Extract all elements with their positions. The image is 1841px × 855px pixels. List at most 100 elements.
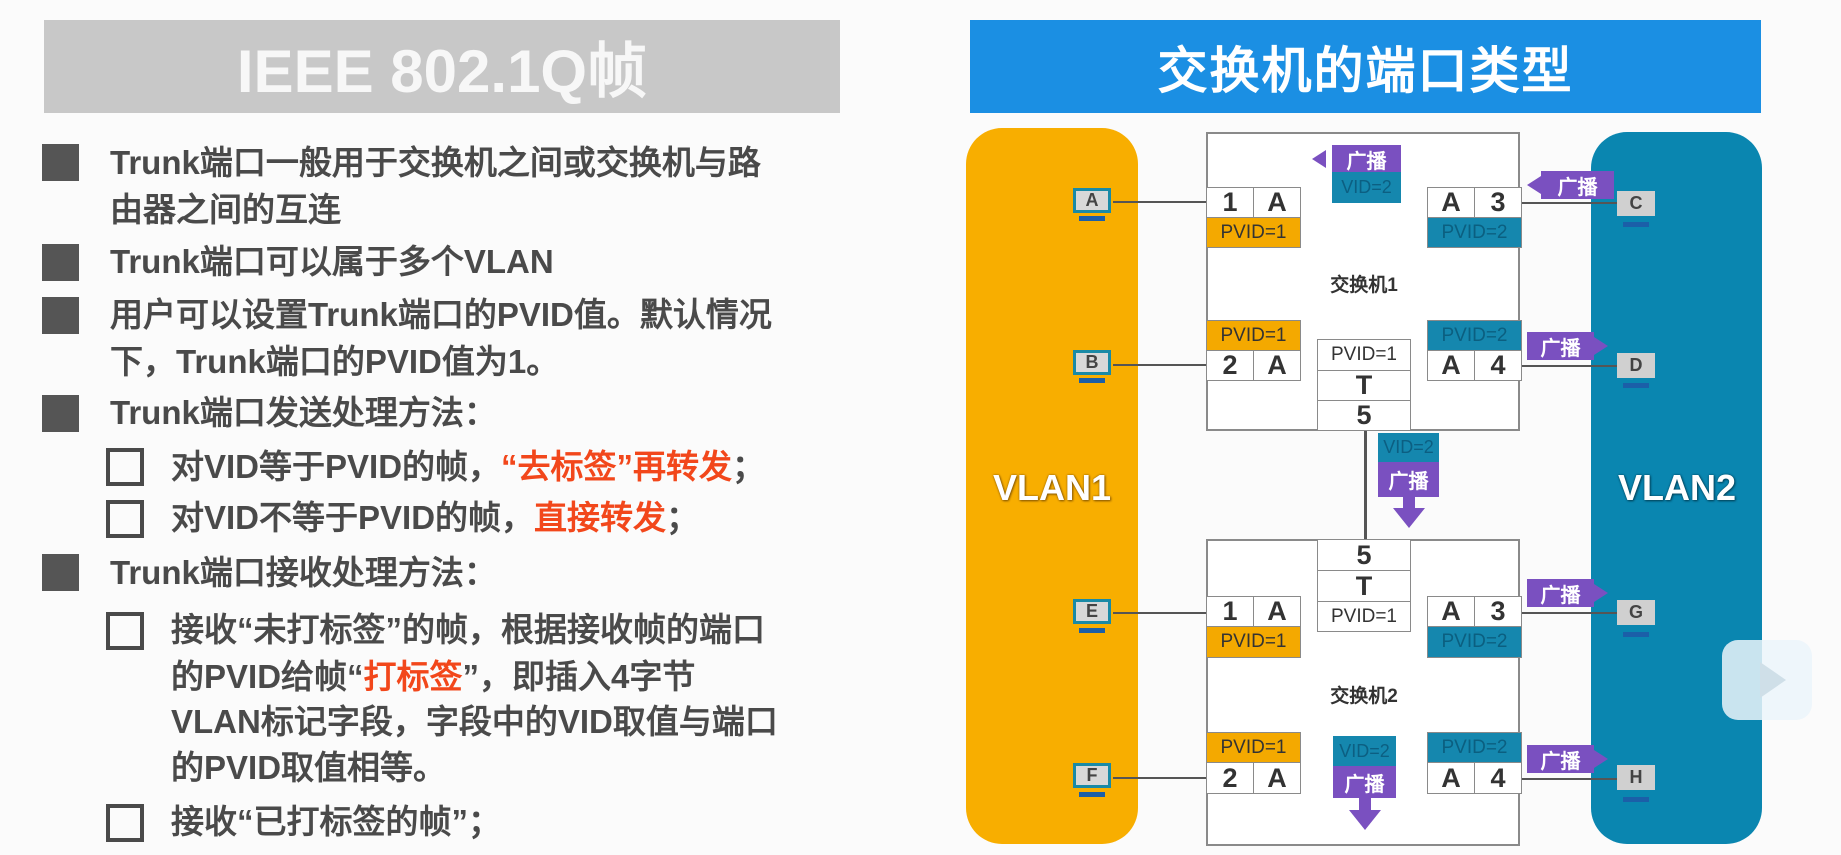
s2-port4-mode: A: [1427, 762, 1475, 794]
s1-port3-number: 3: [1474, 187, 1522, 218]
arrow-down-icon: [1393, 508, 1425, 528]
link-a: [1113, 201, 1206, 203]
host-g-monitor-icon: G: [1617, 600, 1655, 625]
s1-port3-pvid: PVID=2: [1427, 217, 1522, 248]
receive-item-1-line-2: 的PVID给帧“打标签”，即插入4字节: [171, 657, 695, 697]
host-f-monitor-icon: F: [1073, 763, 1111, 788]
s2-port5-number: 5: [1317, 539, 1411, 571]
checkbox-square-icon: [106, 500, 144, 538]
host-a-monitor-icon: A: [1073, 188, 1111, 213]
send-item-1-text: 对VID等于PVID的帧，: [171, 448, 502, 485]
bullet-1-line-1: Trunk端口一般用于交换机之间或交换机与路: [110, 144, 761, 181]
checkbox-square-icon: [106, 804, 144, 842]
s1-port1-number: 1: [1206, 187, 1254, 218]
s2-port1-mode: A: [1253, 596, 1301, 627]
send-item-2: 对VID不等于PVID的帧，直接转发；: [171, 498, 699, 538]
broadcast-tag-s2: 广播: [1333, 766, 1396, 798]
host-e-monitor-icon: E: [1073, 599, 1111, 624]
arrow-right-icon: [1594, 337, 1608, 355]
s1-port2-number: 2: [1206, 350, 1254, 381]
s1-port5-pvid: PVID=1: [1317, 339, 1411, 371]
right-title-bar: 交换机的端口类型: [970, 20, 1761, 113]
s2-port4-number: 4: [1474, 762, 1522, 794]
s1-port5-number: 5: [1317, 400, 1411, 431]
broadcast-tag-h: 广播: [1527, 745, 1594, 773]
s1-port4-number: 4: [1474, 350, 1522, 381]
left-title-bar: IEEE 802.1Q帧: [44, 20, 840, 113]
broadcast-tag-trunk: 广播: [1378, 462, 1439, 497]
broadcast-tag-c: 广播: [1541, 171, 1614, 199]
right-title: 交换机的端口类型: [1157, 42, 1574, 99]
switch-2-label: 交换机2: [1330, 686, 1398, 707]
s1-port3-mode: A: [1427, 187, 1475, 218]
receive-item-1-line-2-suffix: ”，即插入4字节: [462, 658, 696, 695]
vid-tag-trunk: VID=2: [1378, 433, 1439, 462]
vlan2-band: [1591, 132, 1762, 844]
arrow-down-shaft: [1403, 497, 1415, 509]
s2-port2-number: 2: [1206, 762, 1254, 794]
send-item-2-highlight: 直接转发: [534, 499, 667, 536]
left-title: IEEE 802.1Q帧: [236, 38, 648, 105]
bullet-4-line-1: Trunk端口发送处理方法：: [110, 394, 497, 431]
receive-item-2: 接收“已打标签的帧”；: [171, 803, 501, 840]
link-h: [1522, 778, 1619, 780]
vid-tag-s2: VID=2: [1333, 736, 1396, 766]
s2-port3-number: 3: [1474, 596, 1522, 627]
s2-port1-pvid: PVID=1: [1206, 626, 1301, 658]
s1-port4-mode: A: [1427, 350, 1475, 381]
arrow-right-icon: [1594, 750, 1608, 768]
bullet-square-icon: [42, 244, 79, 281]
s1-port4-pvid: PVID=2: [1427, 320, 1522, 351]
link-d: [1522, 365, 1619, 367]
receive-item-1-highlight: 打标签: [363, 658, 463, 695]
host-d-stand: [1623, 383, 1649, 388]
link-f: [1113, 777, 1206, 779]
s1-port5-mode: T: [1317, 370, 1411, 401]
arrow-right-icon: [1594, 584, 1608, 602]
host-b-stand: [1079, 378, 1105, 383]
arrow-left-icon: [1312, 150, 1326, 168]
arrow-down-shaft: [1359, 798, 1371, 812]
send-item-1-suffix: ；: [732, 448, 766, 485]
broadcast-tag: 广播: [1332, 145, 1401, 173]
s2-port3-pvid: PVID=2: [1427, 626, 1522, 658]
bullet-square-icon: [42, 554, 79, 591]
bullet-3-line-2: 下，Trunk端口的PVID值为1。: [110, 343, 560, 380]
link-b: [1113, 364, 1206, 366]
host-e-stand: [1079, 628, 1105, 633]
broadcast-tag-d: 广播: [1527, 332, 1594, 360]
s2-port5-mode: T: [1317, 570, 1411, 602]
checkbox-square-icon: [106, 612, 144, 650]
arrow-down-icon: [1349, 810, 1381, 830]
send-item-1-highlight: “去标签”再转发: [501, 448, 733, 485]
host-g-stand: [1623, 632, 1649, 637]
host-c-stand: [1623, 222, 1649, 227]
send-item-2-text: 对VID不等于PVID的帧，: [171, 499, 535, 536]
link-c: [1522, 202, 1619, 204]
host-f-stand: [1079, 792, 1105, 797]
s2-port1-number: 1: [1206, 596, 1254, 627]
bullet-2-line-1: Trunk端口可以属于多个VLAN: [110, 243, 554, 280]
s1-port1-mode: A: [1253, 187, 1301, 218]
bullet-square-icon: [42, 395, 79, 432]
s1-port1-pvid: PVID=1: [1206, 217, 1301, 248]
checkbox-square-icon: [106, 448, 144, 486]
bullet-square-icon: [42, 144, 79, 181]
s2-port3-mode: A: [1427, 596, 1475, 627]
vlan1-band: [966, 128, 1138, 844]
host-a-stand: [1079, 216, 1105, 221]
s2-port2-pvid: PVID=1: [1206, 732, 1301, 763]
s2-port5-pvid: PVID=1: [1317, 601, 1411, 632]
switch-1-label: 交换机1: [1330, 275, 1398, 296]
host-b-monitor-icon: B: [1073, 350, 1111, 375]
host-h-monitor-icon: H: [1617, 765, 1655, 790]
vid-tag: VID=2: [1332, 172, 1401, 203]
send-item-1: 对VID等于PVID的帧，“去标签”再转发；: [171, 447, 765, 487]
s2-port4-pvid: PVID=2: [1427, 732, 1522, 763]
s1-port2-mode: A: [1253, 350, 1301, 381]
play-icon: [1760, 662, 1786, 698]
receive-item-1-line-4: 的PVID取值相等。: [171, 749, 447, 786]
receive-item-1-line-2-text: 的PVID给帧“: [171, 658, 364, 695]
receive-item-1-line-1: 接收“未打标签”的帧，根据接收帧的端口: [171, 611, 765, 648]
host-c-monitor-icon: C: [1617, 191, 1655, 216]
